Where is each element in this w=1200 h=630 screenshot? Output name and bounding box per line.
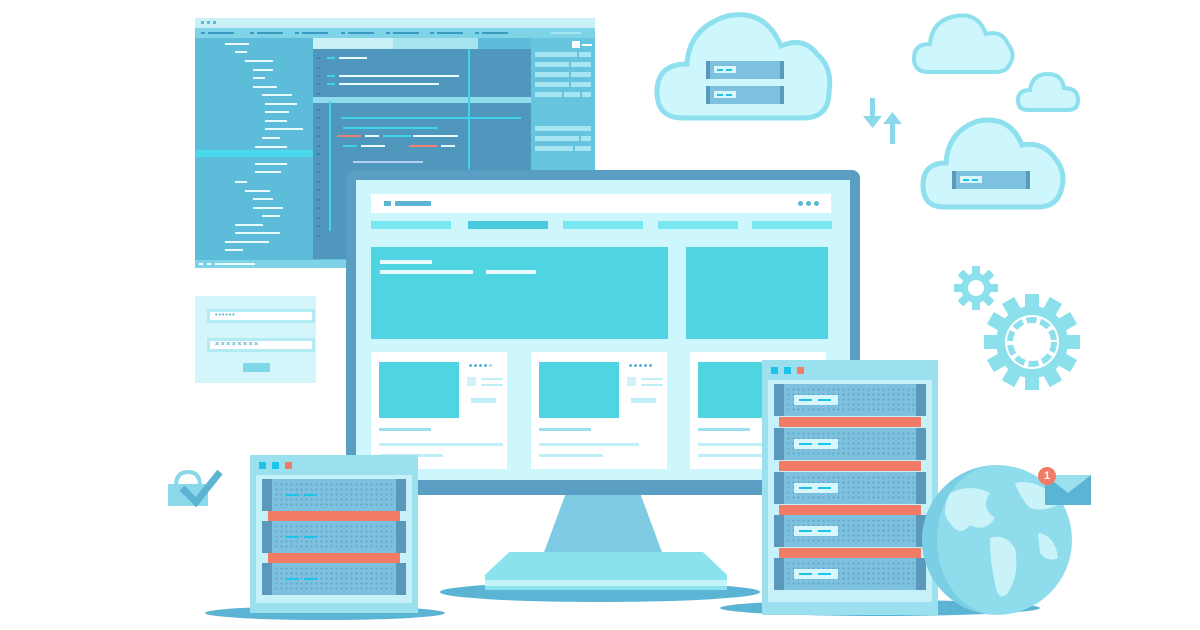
server-status-bar xyxy=(779,461,921,471)
cloud-server-large xyxy=(653,6,835,129)
server-unit xyxy=(774,384,926,416)
hero-banner xyxy=(371,247,668,339)
server-unit xyxy=(262,479,406,511)
nav-item-3[interactable] xyxy=(563,221,643,229)
rating-stars-icon xyxy=(469,364,492,367)
nav-item-4[interactable] xyxy=(658,221,738,229)
server-unit xyxy=(774,428,926,460)
product-image xyxy=(379,362,459,418)
lock-check-icon xyxy=(168,466,226,508)
highlighted-code-line xyxy=(313,97,531,103)
server-status-bar xyxy=(268,553,400,563)
product-card-2[interactable] xyxy=(531,352,667,469)
cloud-medium xyxy=(911,10,1016,81)
site-logo-text xyxy=(395,201,431,206)
editor-titlebar xyxy=(195,18,595,28)
avatar xyxy=(467,377,476,386)
side-banner xyxy=(686,247,828,339)
editor-menu-bar xyxy=(195,28,595,38)
transfer-arrows-icon xyxy=(862,98,904,144)
server-unit xyxy=(262,521,406,553)
price-tag xyxy=(631,398,656,403)
nav-item-1[interactable] xyxy=(371,221,451,229)
file-tree-selected-row xyxy=(195,150,313,157)
nav-item-2-active[interactable] xyxy=(468,221,548,229)
editor-tab-active xyxy=(313,38,393,49)
cloud-server-small xyxy=(920,113,1068,216)
login-submit-button[interactable] xyxy=(243,363,270,372)
server-unit xyxy=(774,515,926,547)
server-unit xyxy=(774,558,926,590)
file-tree-panel xyxy=(195,38,313,263)
login-form-card: •••••• ×××××××× xyxy=(195,296,316,383)
server-status-bar xyxy=(268,511,400,521)
server-status-bar xyxy=(779,548,921,558)
window-controls xyxy=(201,21,216,24)
more-menu-icon[interactable] xyxy=(798,201,819,206)
gears-icon xyxy=(950,262,1085,394)
panel-toggle-icon xyxy=(572,41,580,48)
rating-stars-icon xyxy=(629,364,652,367)
notification-badge: 1 xyxy=(1038,467,1056,485)
server-rack-tall xyxy=(762,360,938,615)
product-card-1[interactable] xyxy=(371,352,507,469)
nav-item-5[interactable] xyxy=(752,221,832,229)
globe-icon xyxy=(920,463,1075,618)
server-status-bar xyxy=(779,505,921,515)
editor-tabs xyxy=(313,38,478,49)
monitor-stand-highlight xyxy=(485,580,727,586)
product-image xyxy=(539,362,619,418)
price-tag xyxy=(471,398,496,403)
server-status-bar xyxy=(779,417,921,427)
site-logo-icon xyxy=(384,201,391,206)
avatar xyxy=(627,377,636,386)
username-field[interactable]: ×××××××× xyxy=(207,338,315,352)
monitor-stand-neck xyxy=(540,495,666,563)
window-controls xyxy=(771,367,804,374)
server-unit xyxy=(262,563,406,595)
cloud-small xyxy=(1015,70,1082,119)
server-rack-small xyxy=(250,455,418,613)
window-controls xyxy=(259,462,292,469)
password-field[interactable]: •••••• xyxy=(207,309,315,323)
server-unit xyxy=(774,472,926,504)
site-header xyxy=(371,194,831,213)
